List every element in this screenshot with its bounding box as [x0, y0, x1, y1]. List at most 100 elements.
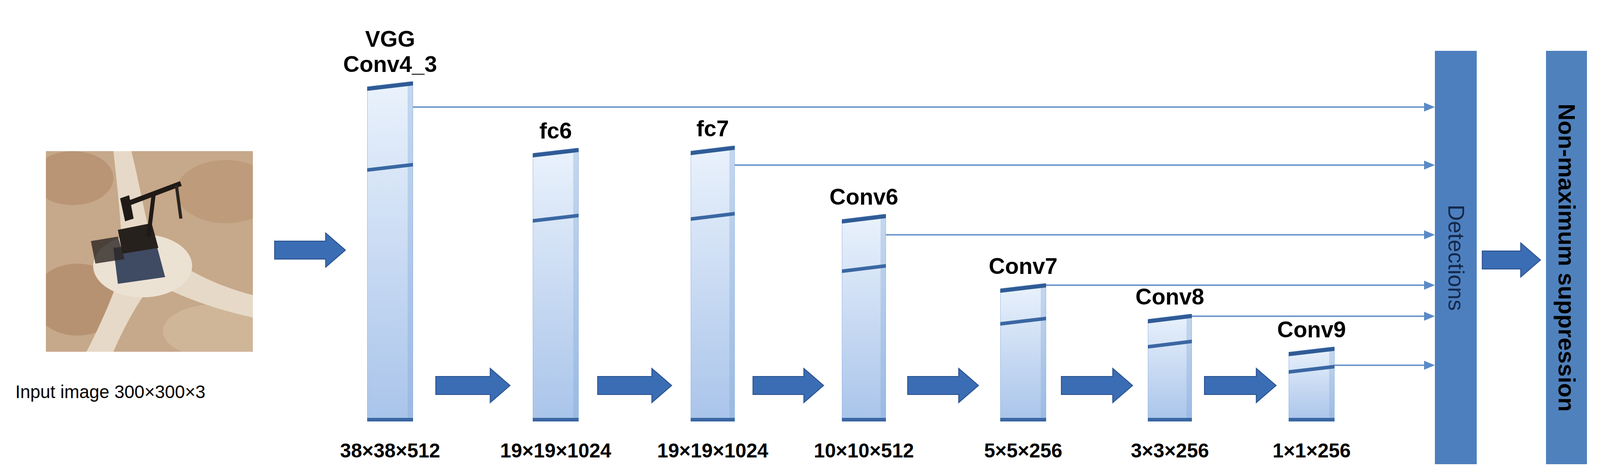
connector-line: [885, 234, 1425, 236]
dimension-label: 38×38×512: [340, 439, 441, 463]
block-shape: [367, 81, 414, 422]
layer-name: fc7: [696, 116, 729, 142]
block-face: [690, 145, 735, 422]
block-side: [1040, 283, 1047, 422]
detection-link: [1046, 280, 1435, 290]
layer-name: fc6: [539, 118, 572, 144]
block-back-edge: [1288, 364, 1335, 374]
block-top-edge: [841, 214, 886, 224]
block-shape: [1147, 314, 1192, 422]
connector-line: [1191, 315, 1425, 318]
block-shape: [532, 148, 579, 422]
feature-map-block: fc719×19×1024: [690, 145, 735, 422]
connector-line: [734, 164, 1425, 167]
block-top-edge: [1147, 314, 1192, 324]
block-bottom-edge: [532, 417, 579, 422]
block-shape: [1288, 346, 1335, 422]
flow-arrow: [597, 368, 672, 403]
flow-arrow: [907, 368, 979, 403]
block-face: [532, 148, 579, 422]
dimension-label: 19×19×1024: [499, 439, 612, 463]
block-side: [573, 148, 579, 422]
block-back-edge: [841, 264, 886, 274]
pitman-arm: [176, 185, 181, 219]
layer-name: Conv6: [829, 184, 899, 210]
block-arrow: [753, 368, 824, 403]
soil-patch: [176, 160, 253, 224]
feature-map-block: Conv91×1×256: [1288, 346, 1335, 422]
detection-link: [413, 102, 1435, 112]
block-shape: [1000, 283, 1047, 422]
stage-label: Detections: [1444, 204, 1468, 311]
block-shape: [841, 214, 886, 422]
block-top-edge: [1288, 346, 1335, 357]
block-bottom-edge: [1000, 417, 1047, 422]
dimension-label: 19×19×1024: [656, 439, 769, 463]
block-face: [1288, 346, 1335, 422]
block-arrow: [597, 368, 672, 403]
pump-base: [117, 223, 159, 254]
arrowhead: [1424, 311, 1435, 321]
flow-arrow: [435, 368, 511, 403]
block-bottom-edge: [1147, 417, 1192, 422]
detection-link: [1334, 360, 1435, 370]
block-arrow: [274, 233, 346, 268]
block-top-edge: [690, 145, 735, 156]
block-back-edge: [367, 162, 414, 172]
block-top-edge: [1000, 283, 1047, 293]
stage-bar: Non-maximum suppression: [1546, 50, 1587, 465]
input-image: Input image 300×300×3: [45, 151, 253, 352]
block-top-edge: [367, 81, 414, 91]
block-face: [841, 214, 886, 422]
block-bottom-edge: [841, 417, 886, 422]
flow-arrow: [1204, 368, 1277, 403]
flow-arrow: [753, 368, 824, 403]
arrowhead: [1424, 360, 1435, 370]
block-face: [1147, 314, 1192, 422]
block-back-edge: [690, 211, 735, 221]
detection-link: [734, 160, 1435, 170]
block-back-edge: [532, 213, 579, 223]
connector-line: [1046, 284, 1425, 287]
layer-name: Conv7: [988, 253, 1058, 279]
block-back-edge: [1147, 339, 1192, 349]
feature-map-block: VGG Conv4_338×38×512: [367, 81, 414, 422]
shadow: [90, 236, 125, 264]
layer-name: Conv8: [1135, 284, 1205, 310]
block-arrow: [435, 368, 511, 403]
block-shape: [690, 145, 735, 422]
input-photo: [45, 151, 253, 352]
dirt-road: [86, 151, 253, 352]
samson-post: [148, 192, 154, 237]
block-side: [1329, 346, 1335, 422]
horse-head: [120, 195, 134, 222]
block-back-edge: [1000, 316, 1047, 326]
flow-arrow: [1482, 242, 1541, 278]
block-bottom-edge: [367, 417, 414, 422]
block-face: [1000, 283, 1047, 422]
feature-map-block: Conv75×5×256: [1000, 283, 1047, 422]
arrowhead: [1424, 230, 1435, 240]
arrowhead: [1424, 160, 1435, 170]
soil-patch: [45, 151, 114, 206]
arrowhead: [1424, 280, 1435, 290]
detection-link: [885, 230, 1435, 240]
stage-label: Non-maximum suppression: [1555, 103, 1579, 412]
flow-arrow: [274, 233, 346, 268]
image-caption: Input image 300×300×3: [15, 381, 206, 403]
dimension-label: 3×3×256: [1130, 439, 1209, 463]
block-side: [880, 214, 886, 422]
layer-name: VGG Conv4_3: [343, 26, 437, 77]
dimension-label: 10×10×512: [813, 439, 915, 463]
stage-bar: Detections: [1434, 50, 1477, 465]
connector-line: [413, 106, 1425, 108]
block-side: [729, 145, 735, 422]
block-side: [407, 81, 414, 422]
connector-line: [1334, 364, 1425, 367]
dimension-label: 5×5×256: [984, 439, 1063, 463]
feature-map-block: Conv610×10×512: [841, 214, 886, 422]
dimension-label: 1×1×256: [1272, 439, 1351, 463]
block-arrow: [1061, 368, 1133, 403]
